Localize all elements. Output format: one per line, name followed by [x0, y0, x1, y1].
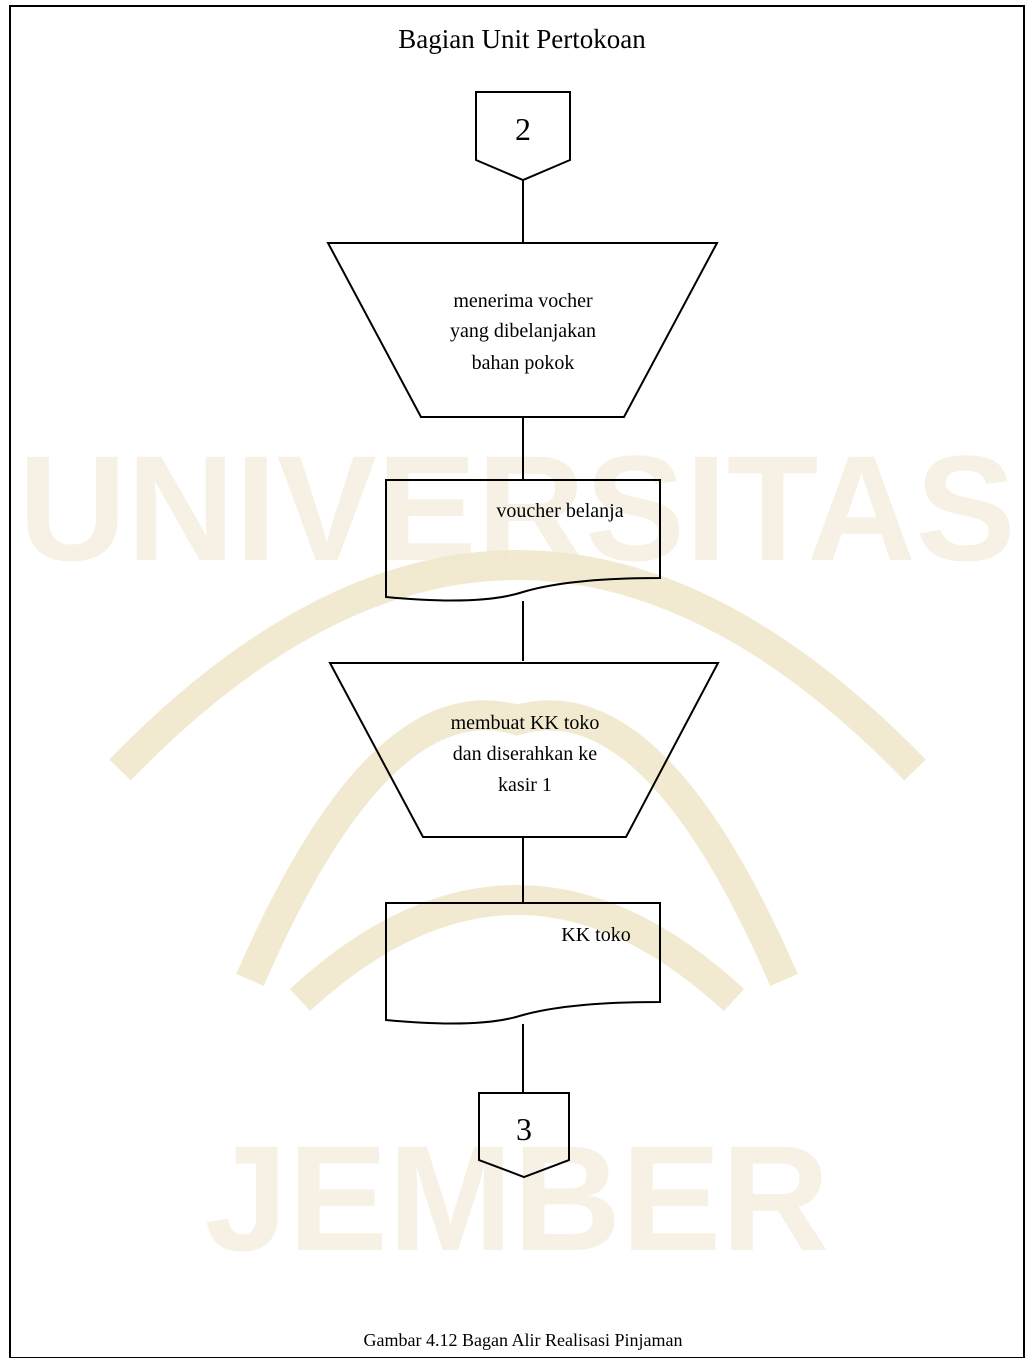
manual-operation-receive-voucher [326, 242, 719, 418]
watermark-bottom-text: JEMBER [204, 1114, 829, 1282]
offpage-connector-out [478, 1092, 570, 1179]
document-voucher-belanja [385, 479, 661, 602]
step2-line-1: membuat KK toko [451, 712, 600, 734]
doc2-label: KK toko [561, 924, 630, 946]
connector-out-label: 3 [516, 1111, 532, 1147]
step1-line-2: yang dibelanjakan [450, 320, 596, 342]
offpage-connector-in [475, 91, 571, 182]
doc1-label: voucher belanja [496, 500, 623, 522]
step2-line-3: kasir 1 [498, 774, 552, 796]
step1-line-3: bahan pokok [472, 352, 575, 374]
figure-caption: Gambar 4.12 Bagan Alir Realisasi Pinjama… [364, 1330, 683, 1350]
manual-operation-create-kk [328, 662, 720, 838]
lane-title: Bagian Unit Pertokoan [398, 24, 646, 54]
connector-in-label: 2 [515, 111, 531, 147]
watermark-top-text: UNIVERSITAS [18, 424, 1015, 592]
step1-line-1: menerima vocher [453, 290, 593, 312]
watermark: UNIVERSITAS JEMBER [18, 424, 1015, 1282]
document-kk-toko [385, 902, 661, 1025]
step2-line-2: dan diserahkan ke [453, 743, 598, 765]
page-frame [9, 5, 1025, 1358]
